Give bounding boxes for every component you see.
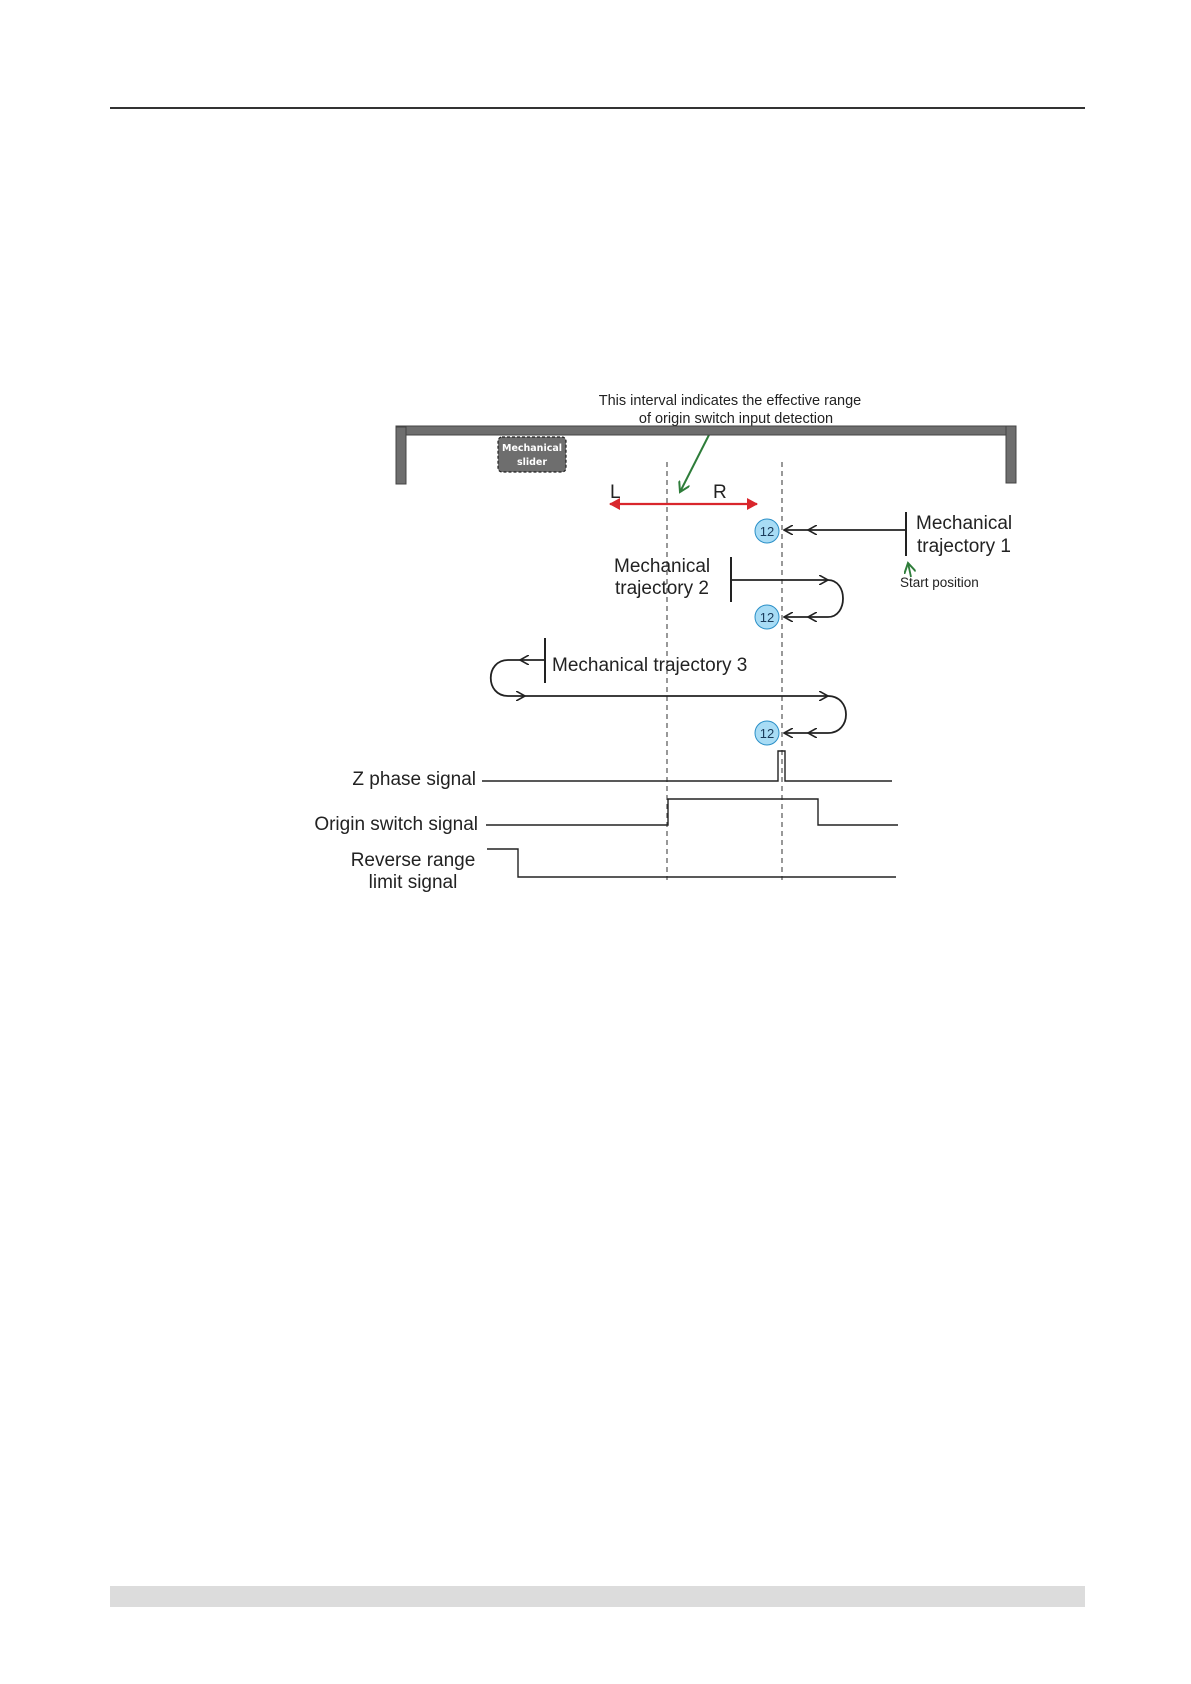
trajectory-2-label-line1: Mechanical xyxy=(614,556,710,577)
range-label-l: L xyxy=(610,482,621,503)
rail-end-caps xyxy=(396,427,406,484)
trajectory-1-label-line1: Mechanical xyxy=(916,513,1012,534)
reverse-limit-waveform xyxy=(487,849,896,877)
slider-label-line2: slider xyxy=(517,457,547,468)
trajectory-2-label-line2: trajectory 2 xyxy=(615,578,709,599)
origin-switch-waveform xyxy=(486,799,898,825)
interval-pointer-arrow xyxy=(680,427,713,492)
slider-label-line1: Mechanical xyxy=(502,443,562,454)
step-badge-3-number: 12 xyxy=(760,726,774,741)
step-badge-2: 12 xyxy=(755,605,779,629)
reverse-limit-label-line2: limit signal xyxy=(369,872,458,893)
trajectory-1: Mechanical trajectory 1 Start position xyxy=(784,512,1012,590)
interval-note-line2: of origin switch input detection xyxy=(639,411,833,427)
trajectory-2: Mechanical trajectory 2 xyxy=(614,556,843,617)
step-badge-2-number: 12 xyxy=(760,610,774,625)
step-badge-3: 12 xyxy=(755,721,779,745)
mechanical-rail xyxy=(396,426,1016,483)
z-phase-label: Z phase signal xyxy=(352,769,476,790)
trajectory-3-label: Mechanical trajectory 3 xyxy=(552,655,747,676)
z-phase-waveform xyxy=(482,751,892,781)
footer-bar xyxy=(110,1586,1085,1607)
origin-switch-label: Origin switch signal xyxy=(314,814,478,835)
start-position-label: Start position xyxy=(900,575,979,590)
mechanical-slider: Mechanical slider xyxy=(498,437,566,472)
reverse-limit-label-line1: Reverse range xyxy=(351,850,476,871)
step-badge-1: 12 xyxy=(755,519,779,543)
step-badge-1-number: 12 xyxy=(760,524,774,539)
trajectory-1-label-line2: trajectory 1 xyxy=(917,536,1011,557)
range-label-r: R xyxy=(713,482,727,503)
trajectory-3: Mechanical trajectory 3 xyxy=(491,638,846,733)
interval-note-line1: This interval indicates the effective ra… xyxy=(599,393,862,409)
